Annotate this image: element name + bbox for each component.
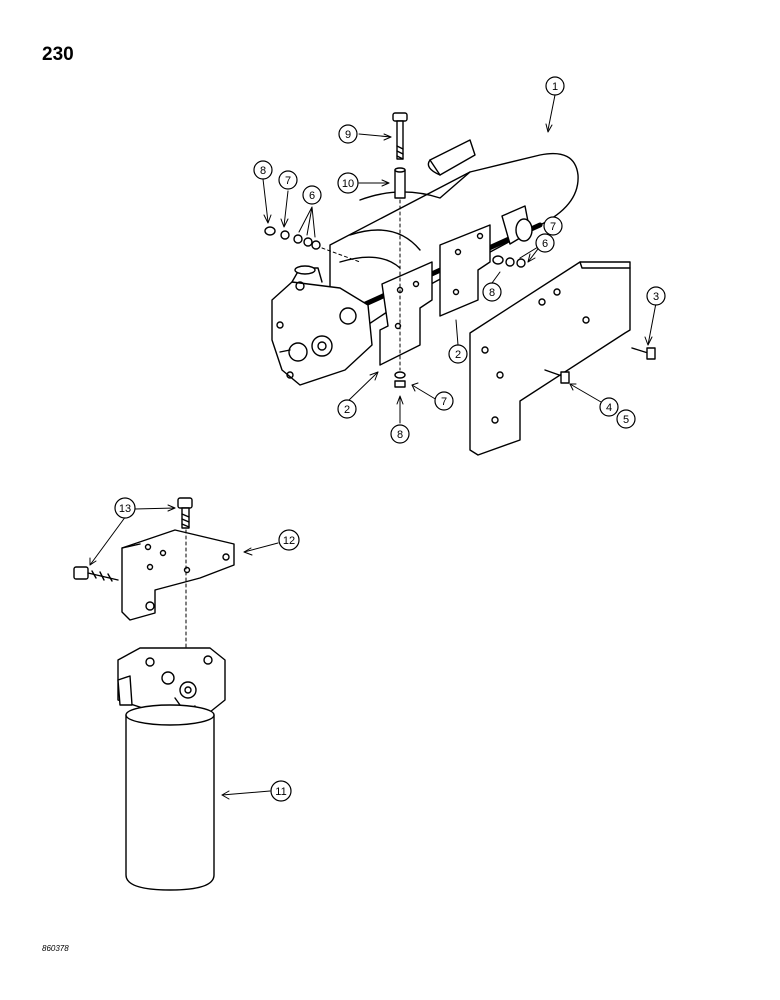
callout-1: 1 <box>545 76 565 96</box>
callout-bubbles: 1 2 2 3 4 5 6 6 7 7 7 8 8 8 9 10 11 12 1… <box>114 76 666 802</box>
callout-label: 11 <box>275 786 286 798</box>
callout-label: 10 <box>342 178 354 190</box>
callout-label: 1 <box>552 81 558 93</box>
callout-12: 12 <box>278 529 300 551</box>
callout-4: 4 <box>599 397 619 417</box>
callout-8a: 8 <box>253 160 273 180</box>
cap-screws <box>544 347 656 384</box>
callout-label: 6 <box>542 238 548 250</box>
callout-5: 5 <box>616 409 636 429</box>
drawing-code: 860378 <box>42 944 69 953</box>
washers-and-nuts <box>264 226 526 388</box>
callout-10: 10 <box>337 172 359 194</box>
filter-bracket <box>121 529 235 621</box>
callout-label: 2 <box>455 349 461 361</box>
callout-label: 6 <box>309 190 315 202</box>
callout-13: 13 <box>114 497 136 519</box>
callout-8b: 8 <box>482 282 502 302</box>
callout-label: 8 <box>489 287 495 299</box>
callout-7b: 7 <box>543 216 563 236</box>
callout-label: 7 <box>550 221 556 233</box>
callout-label: 8 <box>260 165 266 177</box>
callout-2b: 2 <box>337 399 357 419</box>
callout-11: 11 <box>270 780 292 802</box>
bolt-and-spacer <box>392 112 408 371</box>
valve-head <box>271 265 373 386</box>
callout-7a: 7 <box>278 170 298 190</box>
callout-label: 12 <box>283 535 295 547</box>
callout-2a: 2 <box>448 344 468 364</box>
filter-canister <box>125 704 215 891</box>
clamp-brackets <box>379 224 491 366</box>
mounting-bracket-plate <box>469 261 631 456</box>
callout-6a: 6 <box>302 185 322 205</box>
callout-label: 4 <box>606 402 612 414</box>
callout-7c: 7 <box>434 391 454 411</box>
callout-label: 8 <box>397 429 403 441</box>
callout-label: 13 <box>119 503 131 515</box>
callout-6b: 6 <box>535 233 555 253</box>
callout-label: 9 <box>345 129 351 141</box>
callout-label: 5 <box>623 414 629 426</box>
page-number: 230 <box>42 44 74 65</box>
callout-label: 3 <box>653 291 659 303</box>
filter-head <box>117 647 226 713</box>
flange-bolts <box>73 497 193 651</box>
callout-label: 2 <box>344 404 350 416</box>
callout-9: 9 <box>338 124 358 144</box>
callout-3: 3 <box>646 286 666 306</box>
callout-label: 7 <box>441 396 447 408</box>
callout-8c: 8 <box>390 424 410 444</box>
callout-label: 7 <box>285 175 291 187</box>
